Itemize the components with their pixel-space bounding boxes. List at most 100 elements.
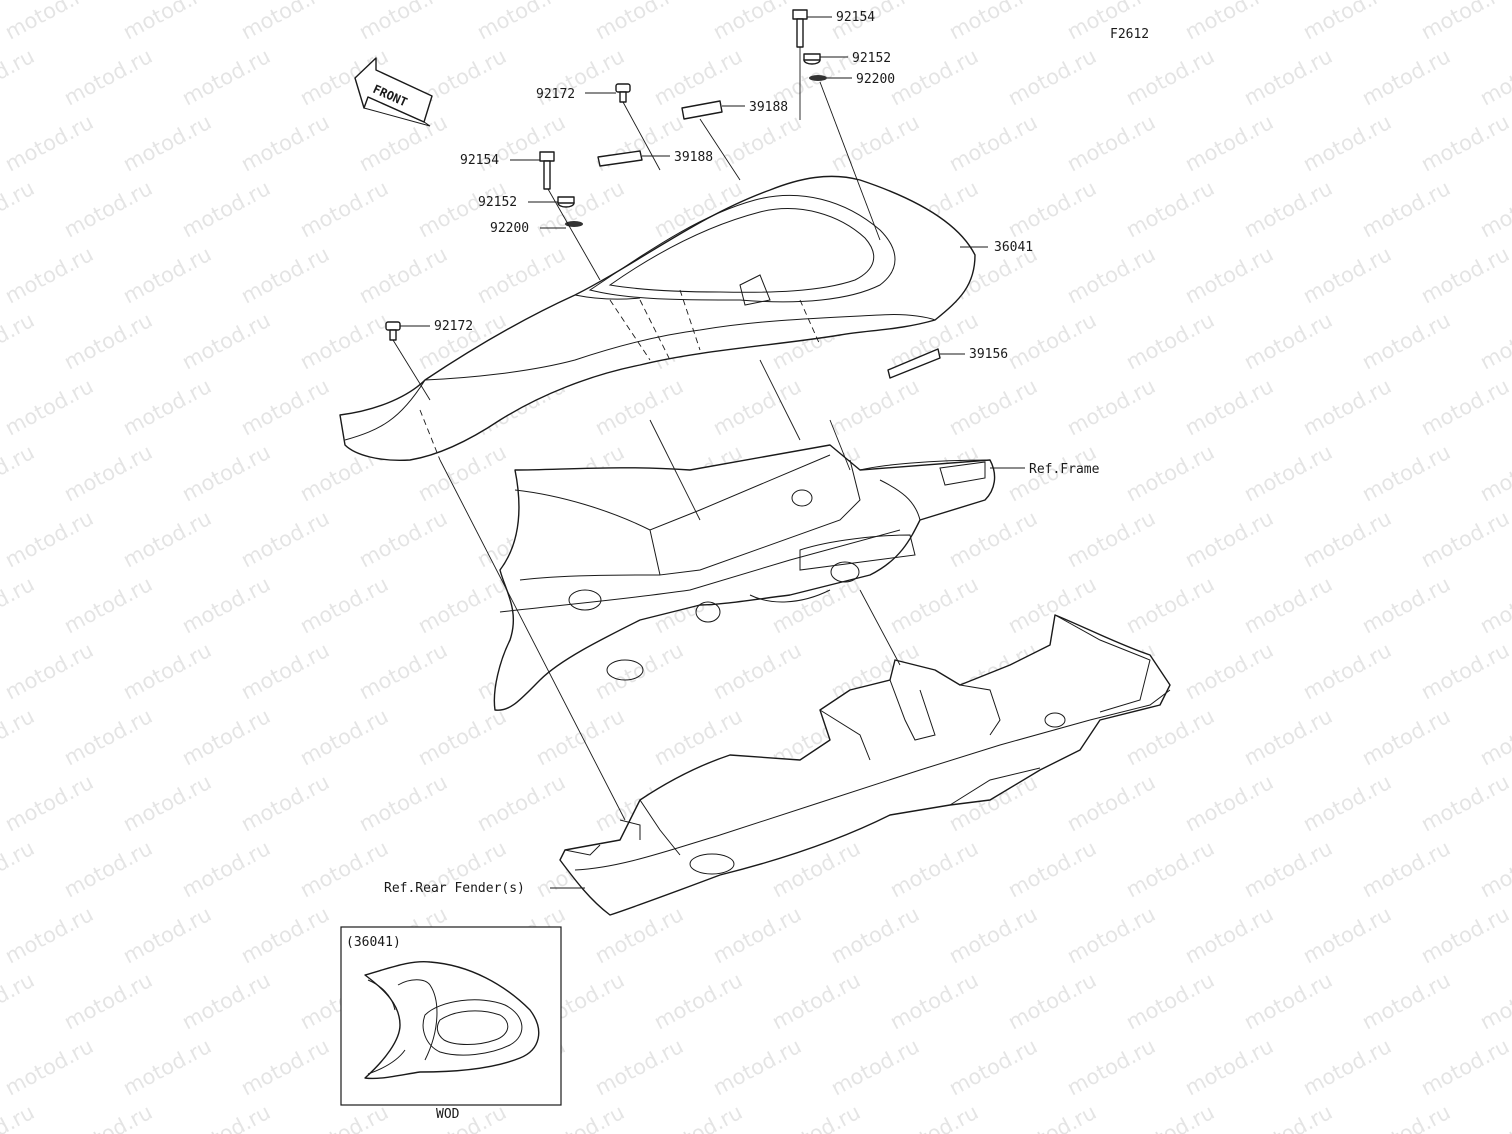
watermark-text: motod.ru xyxy=(945,0,1041,44)
watermark-text: motod.ru xyxy=(827,374,923,440)
watermark-text: motod.ru xyxy=(827,110,923,176)
watermark-text: motod.ru xyxy=(1476,572,1512,638)
watermark-text: motod.ru xyxy=(237,0,333,44)
watermark-text: motod.ru xyxy=(60,440,156,506)
watermark-text: motod.ru xyxy=(886,968,982,1034)
watermark-text: motod.ru xyxy=(355,770,451,836)
watermark-text: motod.ru xyxy=(591,1034,687,1100)
watermark-text: motod.ru xyxy=(1,902,97,968)
watermark-text: motod.ru xyxy=(768,968,864,1034)
watermark-text: motod.ru xyxy=(1181,1034,1277,1100)
watermark-text: motod.ru xyxy=(355,242,451,308)
damper-top-icon xyxy=(809,75,827,81)
watermark-text: motod.ru xyxy=(1476,44,1512,110)
watermark-text: motod.ru xyxy=(1358,176,1454,242)
watermark-text: motod.ru xyxy=(0,968,38,1034)
watermark-text: motod.ru xyxy=(1299,1034,1395,1100)
watermark-text: motod.ru xyxy=(1181,374,1277,440)
watermark-text: motod.ru xyxy=(1240,968,1336,1034)
watermark-text: motod.ru xyxy=(1476,440,1512,506)
watermark-text: motod.ru xyxy=(827,1034,923,1100)
watermark-text: motod.ru xyxy=(1358,440,1454,506)
watermark-text: motod.ru xyxy=(1181,242,1277,308)
bolt-left-icon xyxy=(539,151,555,190)
inset-panel: (36041) xyxy=(340,926,562,1106)
watermark-text: motod.ru xyxy=(178,44,274,110)
watermark-text: motod.ru xyxy=(1122,308,1218,374)
watermark-text: motod.ru xyxy=(60,572,156,638)
callout-label-tail: 39156 xyxy=(969,347,1008,362)
watermark-text: motod.ru xyxy=(591,110,687,176)
callout-bolt-left: 92154 xyxy=(460,153,499,168)
watermark-text: motod.ru xyxy=(119,902,215,968)
watermark-text: motod.ru xyxy=(1181,770,1277,836)
watermark-text: motod.ru xyxy=(945,374,1041,440)
inset-title: (36041) xyxy=(346,935,401,950)
watermark-text: motod.ru xyxy=(178,704,274,770)
watermark-text: motod.ru xyxy=(473,770,569,836)
watermark-text: motod.ru xyxy=(1358,968,1454,1034)
frame-body xyxy=(493,444,996,711)
watermark-text: motod.ru xyxy=(1476,1100,1512,1134)
watermark-text: motod.ru xyxy=(1358,572,1454,638)
watermark-text: motod.ru xyxy=(178,1100,274,1134)
watermark-text: motod.ru xyxy=(60,44,156,110)
watermark-text: motod.ru xyxy=(1417,638,1512,704)
watermark-text: motod.ru xyxy=(1122,572,1218,638)
watermark-text: motod.ru xyxy=(1181,0,1277,44)
watermark-text: motod.ru xyxy=(119,110,215,176)
watermark-text: motod.ru xyxy=(1063,770,1159,836)
rear-frame xyxy=(493,444,996,711)
watermark-text: motod.ru xyxy=(119,638,215,704)
watermark-text: motod.ru xyxy=(1299,374,1395,440)
watermark-text: motod.ru xyxy=(355,0,451,44)
watermark-text: motod.ru xyxy=(178,572,274,638)
seat-assembly xyxy=(339,175,976,462)
leader-lines xyxy=(392,16,1025,889)
watermark-text: motod.ru xyxy=(0,44,38,110)
watermark-text: motod.ru xyxy=(650,968,746,1034)
watermark-text: motod.ru xyxy=(1004,968,1100,1034)
watermark-text: motod.ru xyxy=(0,308,38,374)
callout-frame-ref: Ref.Frame xyxy=(1029,462,1100,477)
watermark-text: motod.ru xyxy=(1358,704,1454,770)
watermark-text: motod.ru xyxy=(1299,0,1395,44)
watermark-text: motod.ru xyxy=(1417,770,1512,836)
watermark-text: motod.ru xyxy=(1181,506,1277,572)
watermark-text: motod.ru xyxy=(1476,968,1512,1034)
watermark-text: motod.ru xyxy=(886,44,982,110)
watermark-text: motod.ru xyxy=(886,1100,982,1134)
stopper-top-icon xyxy=(615,83,631,103)
watermark-text: motod.ru xyxy=(1417,902,1512,968)
callout-fender-ref: Ref.Rear Fender(s) xyxy=(384,881,525,896)
watermark-text: motod.ru xyxy=(60,836,156,902)
watermark-text: motod.ru xyxy=(1,770,97,836)
watermark-text: motod.ru xyxy=(1063,242,1159,308)
watermark-text: motod.ru xyxy=(1417,506,1512,572)
watermark-text: motod.ru xyxy=(1358,44,1454,110)
watermark-text: motod.ru xyxy=(1122,836,1218,902)
watermark-text: motod.ru xyxy=(60,176,156,242)
watermark-text: motod.ru xyxy=(1,242,97,308)
callout-label-right: 39188 xyxy=(749,100,788,115)
watermark-text: motod.ru xyxy=(1122,968,1218,1034)
watermark-text: motod.ru xyxy=(178,440,274,506)
watermark-text: motod.ru xyxy=(1240,176,1336,242)
inset-seat-icon xyxy=(364,960,540,1080)
watermark-text: motod.ru xyxy=(0,572,38,638)
watermark-text: motod.ru xyxy=(237,506,333,572)
watermark-text: motod.ru xyxy=(1299,638,1395,704)
watermark-text: motod.ru xyxy=(650,44,746,110)
watermark-text: motod.ru xyxy=(1240,1100,1336,1134)
watermark-text: motod.ru xyxy=(60,308,156,374)
watermark-text: motod.ru xyxy=(237,1034,333,1100)
watermark-text: motod.ru xyxy=(60,1100,156,1134)
watermark-text: motod.ru xyxy=(1299,770,1395,836)
watermark-text: motod.ru xyxy=(1417,110,1512,176)
watermark-text: motod.ru xyxy=(1299,506,1395,572)
watermark-text: motod.ru xyxy=(296,308,392,374)
watermark-text: motod.ru xyxy=(709,110,805,176)
callout-seat: 36041 xyxy=(994,240,1033,255)
watermark-text: motod.ru xyxy=(709,374,805,440)
